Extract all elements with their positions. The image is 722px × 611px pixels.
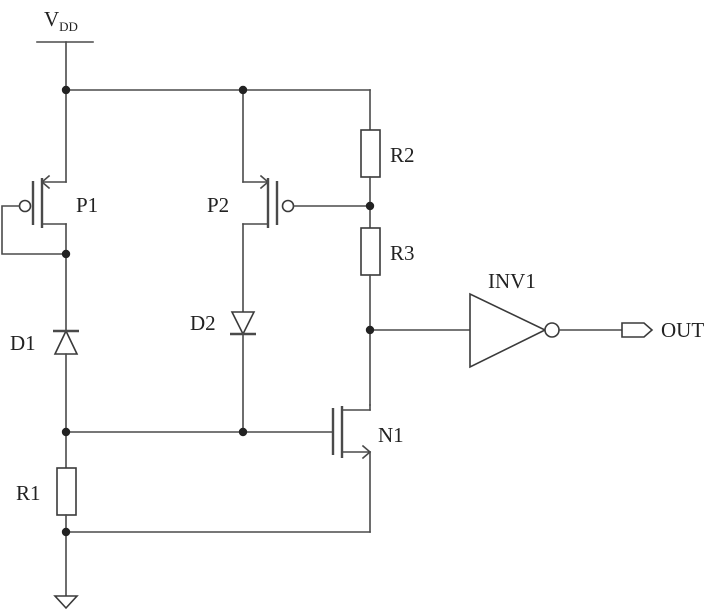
output-port: OUT bbox=[621, 318, 704, 342]
d2-label: D2 bbox=[190, 311, 216, 335]
n1-label: N1 bbox=[378, 423, 404, 447]
p2-label: P2 bbox=[207, 193, 229, 217]
d2-diode: D2 bbox=[190, 223, 256, 433]
junction-dots bbox=[61, 85, 375, 537]
vdd-label: VDD bbox=[44, 7, 78, 34]
top-rail bbox=[65, 89, 371, 183]
vdd-supply: VDD bbox=[36, 7, 94, 91]
p1-transistor: P1 bbox=[1, 89, 98, 255]
out-label: OUT bbox=[661, 318, 704, 342]
r1-resistor: R1 bbox=[16, 431, 77, 533]
r1-label: R1 bbox=[16, 481, 41, 505]
r2-resistor: R2 bbox=[360, 129, 415, 229]
p1-label: P1 bbox=[76, 193, 98, 217]
ground-symbol bbox=[53, 531, 79, 610]
inv1-label: INV1 bbox=[488, 269, 536, 293]
r3-resistor: R3 bbox=[360, 227, 415, 406]
r3-label: R3 bbox=[390, 241, 415, 265]
n1-transistor: N1 bbox=[65, 404, 404, 533]
p2-transistor: P2 bbox=[207, 174, 371, 228]
d1-label: D1 bbox=[10, 331, 36, 355]
d1-diode: D1 bbox=[10, 253, 79, 433]
r2-label: R2 bbox=[390, 143, 415, 167]
inv1-inverter: INV1 bbox=[369, 269, 623, 369]
